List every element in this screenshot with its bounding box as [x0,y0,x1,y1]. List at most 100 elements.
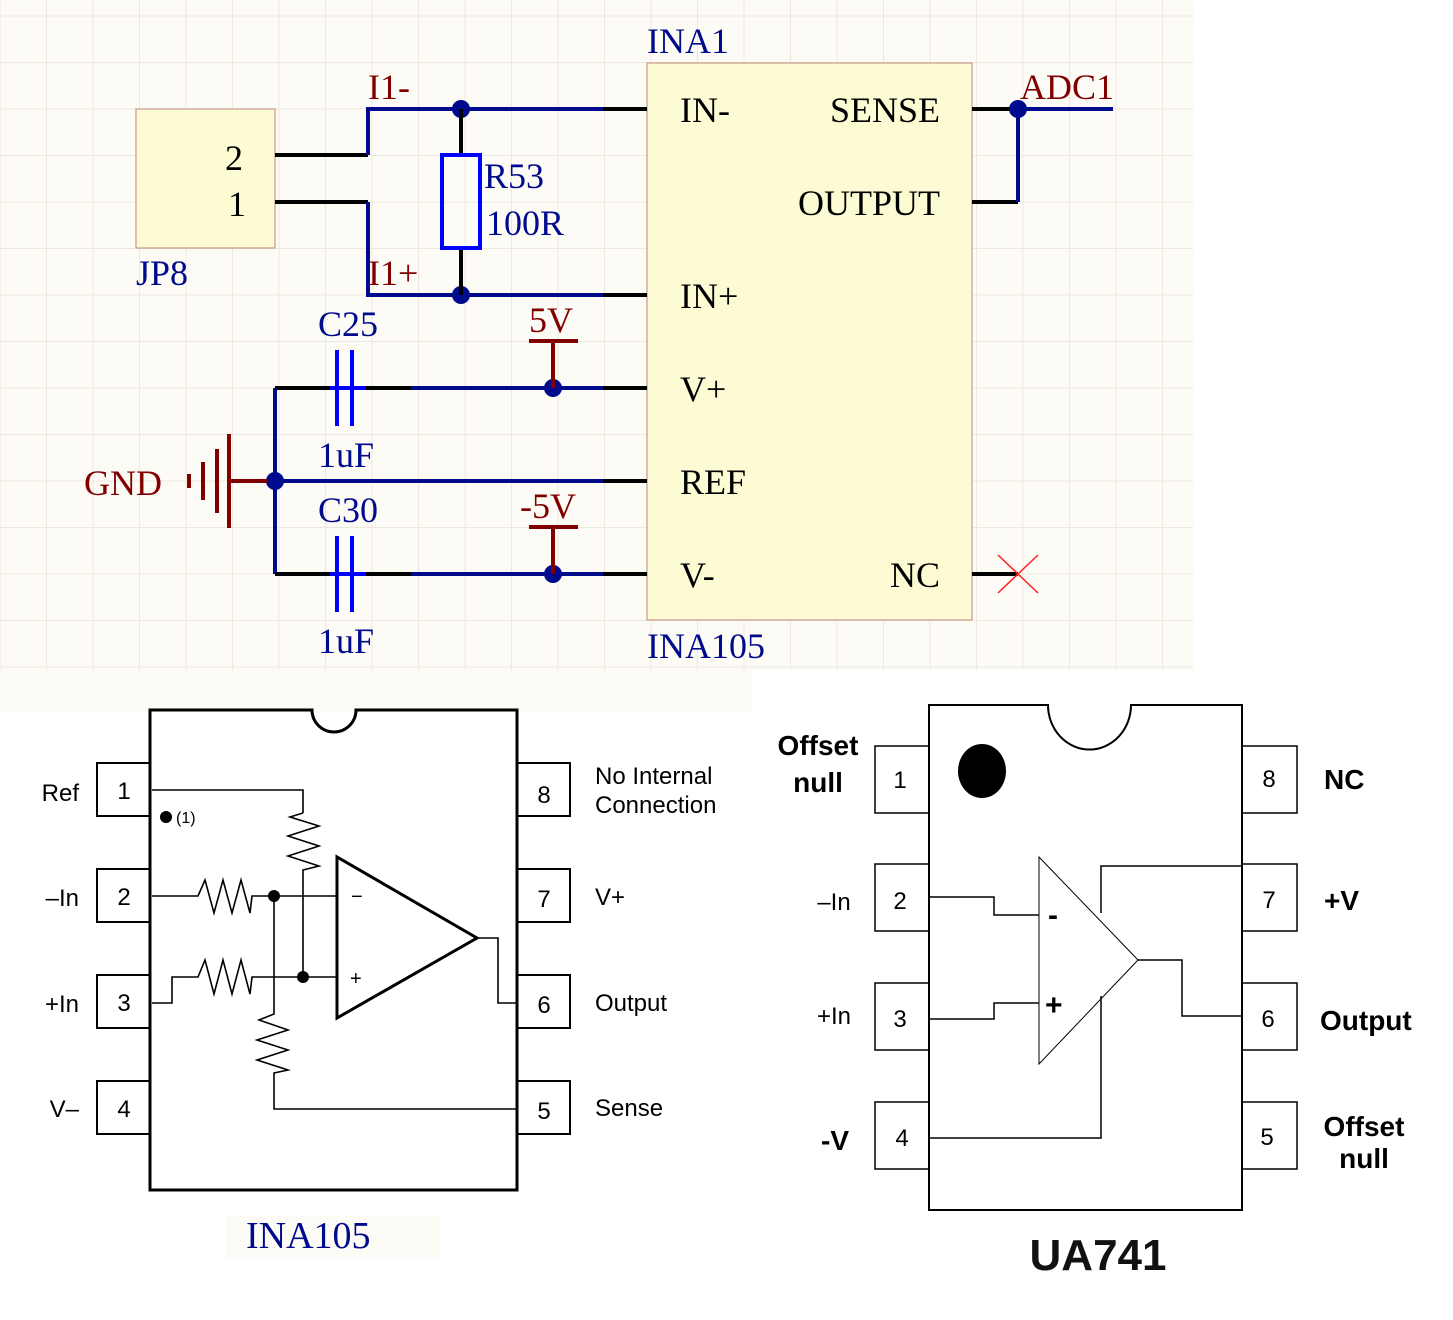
ina105-opamp-minus: − [351,886,363,908]
junction-dot [297,971,309,983]
power-port-neg5v[interactable] [529,525,578,574]
ua741-title: UA741 [1030,1231,1167,1280]
pin1-marker-dot [160,811,172,823]
ina105-title: INA105 [246,1215,371,1257]
ina1-designator: INA1 [647,21,729,61]
wire-i1-minus[interactable] [366,107,603,155]
ina105-pin-label: Sense [595,1095,663,1122]
ina105-opamp-plus: + [350,968,362,990]
pin1-marker-dot [958,744,1006,798]
ina1-pin-in-plus: IN+ [680,276,738,316]
ina105-pin-label: +In [45,991,79,1018]
ua741-pin-number: 4 [895,1125,908,1152]
junction-dot [266,472,284,490]
ua741-pin-number: 5 [1260,1124,1273,1151]
r53-body [440,153,482,250]
c25-capacitor[interactable]: C25 1uF [318,304,378,475]
ina105-internal-circuit [152,789,517,1110]
ina1-body [646,62,973,621]
net-label-i1-plus: I1+ [368,253,418,293]
ina105-pin-label: Ref [42,780,80,807]
ua741-pin-number: 1 [893,767,906,794]
ina105-pin-number: 1 [117,778,130,805]
ina105-pin-number: 7 [537,886,550,913]
ua741-pin-label: Offset [1324,1111,1405,1142]
ina105-package-outline [148,708,519,1192]
power-port-5v[interactable] [529,339,578,388]
ua741-pin-number: 8 [1262,766,1275,793]
junction-dot [268,890,280,902]
r53-resistor[interactable]: R53 100R [440,109,564,295]
power-port-neg5v-label: -5V [520,486,576,526]
ina105-pin-number: 2 [117,884,130,911]
c25-designator: C25 [318,304,378,344]
ina105-pin-label: Connection [595,792,716,819]
ina1-pin-vpos: V+ [680,369,726,409]
ina105-title-background [226,1216,440,1258]
jp8-connector[interactable]: 2 1 JP8 [135,108,368,293]
ina105-pin-number: 5 [537,1098,550,1125]
ua741-pin-label: Offset [778,730,859,761]
ina105-pin-number: 3 [117,990,130,1017]
ina1-pin-output: OUTPUT [798,183,940,223]
ina105-pin-number: 6 [537,992,550,1019]
ua741-internal-circuit [929,865,1242,1139]
ina1-pin-ref: REF [680,462,746,502]
c25-value: 1uF [318,435,374,475]
c30-value: 1uF [318,621,374,661]
ina105-pin-number: 8 [537,782,550,809]
ua741-pin-label: NC [1324,764,1364,795]
jp8-pin-2-label: 2 [225,138,243,178]
c30-designator: C30 [318,490,378,530]
jp8-body [135,108,276,249]
net-label-i1-minus: I1- [368,67,410,107]
power-port-5v-label: 5V [529,300,573,340]
ina105-opamp-symbol [335,854,481,1021]
jp8-pin-1-label: 1 [228,184,246,224]
schematic-background-strip [0,670,752,712]
schematic-sheet: 2 1 JP8 I1- I1+ R53 100R INA1 IN [0,0,1193,712]
ina105-pin-label: V– [50,1096,80,1123]
ua741-pin-label: -V [821,1125,849,1156]
ina105-pin-label: V+ [595,884,625,911]
ina1-pin-vneg: V- [680,555,715,595]
ina105-note-marker: (1) [176,810,196,827]
ua741-pin-label: –In [817,889,850,916]
ua741-opamp-symbol [1038,855,1139,1066]
jp8-designator: JP8 [136,253,188,293]
ua741-pin-label: +V [1324,885,1359,916]
no-erc-marker-icon [997,554,1039,594]
wire-i1-plus[interactable] [366,202,603,297]
ua741-pin-number: 6 [1261,1006,1274,1033]
ua741-pin-number: 2 [893,888,906,915]
r53-value: 100R [486,203,564,243]
ua741-pin-label: +In [817,1003,851,1030]
c30-capacitor[interactable]: C30 1uF [318,490,378,661]
ina1-component[interactable]: INA1 INA105 IN- IN+ V+ REF V- SENSE OUTP… [603,21,1018,666]
ina1-part-name: INA105 [647,626,765,666]
ina105-pin-label: Output [595,990,667,1017]
ina105-pin-number: 4 [117,1096,130,1123]
net-label-adc1: ADC1 [1020,67,1114,107]
ua741-pin-label: null [793,767,843,798]
ina105-pinout-diagram [96,708,571,1192]
ina1-pin-sense: SENSE [830,90,940,130]
gnd-symbol-icon[interactable] [187,434,267,528]
ua741-package-outline [928,704,1243,1211]
ua741-pinout-diagram [874,704,1298,1211]
ina1-pin-nc: NC [890,555,940,595]
ua741-opamp-plus: + [1045,989,1063,1022]
ua741-pin-label: null [1339,1143,1389,1174]
ina105-pin-label: No Internal [595,763,712,790]
ua741-pin-label: Output [1320,1005,1412,1036]
ua741-opamp-minus: - [1048,899,1058,932]
junction-dot [1009,100,1027,118]
ina105-pin-label: –In [46,885,79,912]
ua741-pin-number: 7 [1262,887,1275,914]
gnd-label: GND [84,463,162,503]
ua741-pin-number: 3 [893,1006,906,1033]
ina1-pin-in-minus: IN- [680,90,730,130]
r53-designator: R53 [484,156,544,196]
